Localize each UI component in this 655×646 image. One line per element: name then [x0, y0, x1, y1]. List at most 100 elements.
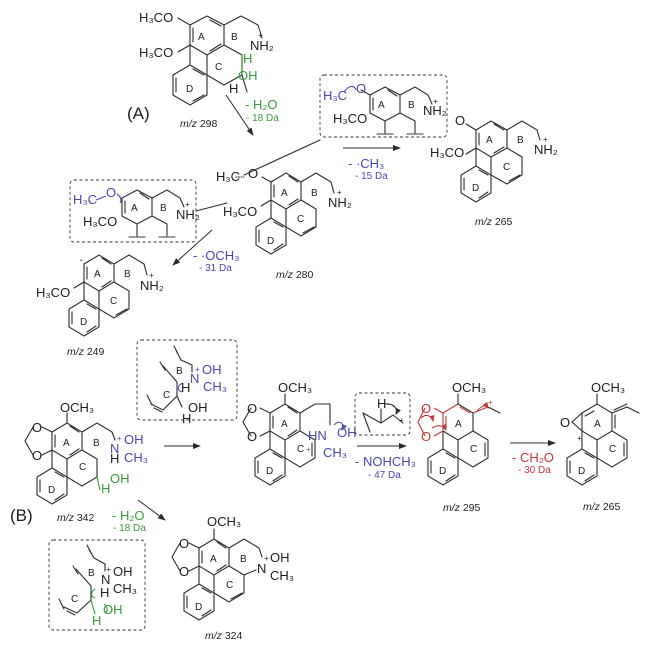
- compound-mz-324: OCH₃ O O A B C D N + OH CH₃ m/z 324: [171, 514, 294, 642]
- ring-label-d: D: [80, 317, 87, 328]
- arrow-280-to-249: [172, 229, 213, 266]
- ring-label-d: D: [578, 466, 585, 477]
- atom-h: H: [92, 613, 101, 628]
- compound-mz-298: H₃CO H₃CO A B C D NH₂ + H OH H m/z 298: [139, 10, 274, 130]
- atom-o: O: [32, 448, 42, 463]
- inset-structure-methoxy-loss: H₃C O H₃CO A B NH₂ +: [73, 185, 200, 238]
- atom-h: H: [182, 411, 191, 426]
- svg-text:m/z 342: m/z 342: [57, 512, 95, 524]
- ring-label-a: A: [486, 135, 493, 146]
- mz-prefix: m/z: [205, 630, 223, 642]
- loss-nohch3-mass: - 47 Da: [368, 470, 401, 481]
- substituent-nh2: NH₂: [176, 207, 200, 222]
- substituent-och3: OCH₃: [278, 380, 312, 395]
- ring-label-a: A: [281, 419, 288, 430]
- mz-value: 265: [603, 501, 621, 513]
- substituent-h3co: H₃CO: [83, 214, 117, 229]
- ring-label-d: D: [48, 485, 55, 496]
- substituent-och3: OCH₃: [591, 380, 625, 395]
- atom-n: N: [101, 572, 110, 587]
- atom-o: O: [247, 401, 257, 416]
- ring-label-a: A: [210, 554, 217, 565]
- substituent-h3co: H₃CO: [139, 45, 173, 60]
- mz-prefix: m/z: [583, 501, 601, 513]
- mz-prefix: m/z: [57, 512, 75, 524]
- ring-label-b: B: [408, 100, 415, 111]
- svg-text:m/z 295: m/z 295: [443, 502, 481, 514]
- substituent-oh: OH: [202, 362, 222, 377]
- charge-plus: +: [399, 416, 404, 425]
- substituent-nh2: NH₂: [423, 103, 447, 118]
- charge-plus: +: [106, 565, 111, 574]
- charge-plus: +: [306, 445, 311, 454]
- substituent-ch3: CH₃: [124, 450, 148, 465]
- mz-value: 249: [87, 346, 105, 358]
- ring-label-c: C: [470, 444, 477, 455]
- substituent-och3: OCH₃: [60, 400, 94, 415]
- svg-text:m/z 298: m/z 298: [180, 118, 218, 130]
- substituent-oh: OH: [337, 425, 357, 440]
- inset-box-methyl-loss: [319, 74, 448, 138]
- substituent-h3co: H₃CO: [36, 285, 70, 300]
- svg-text:m/z 324: m/z 324: [205, 630, 243, 642]
- charge-plus: +: [577, 434, 582, 443]
- mz-prefix: m/z: [443, 502, 461, 514]
- substituent-oh: OH: [103, 602, 123, 617]
- charge-plus: +: [337, 188, 342, 197]
- atom-o: O: [248, 166, 258, 181]
- charge-plus: +: [185, 200, 190, 209]
- mz-value: 342: [77, 512, 95, 524]
- substituent-h3c: H₃C: [323, 88, 347, 103]
- compound-mz-265-b: OCH₃ O + A C D m/z 265: [560, 380, 640, 513]
- ring-label-d: D: [195, 602, 202, 613]
- loss-och3: - ·OCH₃: [193, 248, 239, 263]
- substituent-och3: OCH₃: [452, 380, 486, 395]
- compound-mz-295: OCH₃ O O + A C D m/z 295: [417, 380, 501, 514]
- atom-h: H: [243, 51, 252, 66]
- connector-line: [195, 202, 228, 212]
- substituent-h3co: H₃CO: [223, 204, 257, 219]
- panel-label-a: (A): [127, 104, 150, 123]
- inset-box-methoxy-loss: [69, 179, 197, 243]
- compound-mz-249: · H₃CO A B C D NH₂ + m/z 249: [36, 252, 164, 358]
- loss-h2o: - H₂O: [245, 97, 278, 112]
- ring-label-d: D: [267, 236, 274, 247]
- loss-nohch3: - NOHCH₃: [355, 454, 416, 469]
- loss-h2o: - H₂O: [112, 508, 145, 523]
- svg-text:m/z 265: m/z 265: [475, 216, 513, 228]
- svg-text:·: ·: [79, 252, 83, 267]
- substituent-h3co: H₃CO: [430, 145, 464, 160]
- mz-value: 298: [200, 118, 218, 130]
- ring-label-b: B: [240, 554, 247, 565]
- ring-label-c: C: [609, 444, 616, 455]
- ring-label-d: D: [186, 84, 193, 95]
- ring-label-a: A: [131, 203, 138, 214]
- substituent-h3c: H₃C: [216, 169, 240, 184]
- substituent-oh: OH: [188, 400, 208, 415]
- mz-prefix: m/z: [67, 346, 85, 358]
- substituent-nh2: NH₂: [534, 142, 558, 157]
- charge-plus: +: [264, 554, 269, 563]
- ring-label-b: B: [311, 188, 318, 199]
- compound-intermediate: OCH₃ O O A C D HN + OH CH₃: [242, 380, 357, 486]
- charge-plus: +: [488, 398, 493, 407]
- atom-h: H: [100, 585, 109, 600]
- ring-label-b: B: [517, 135, 524, 146]
- connector-line: [243, 139, 321, 176]
- substituent-nh2: NH₂: [140, 278, 164, 293]
- substituent-oh: OH: [270, 550, 290, 565]
- inset-box-carbocation: [354, 392, 411, 436]
- substituent-h3c: H₃C: [73, 192, 97, 207]
- ring-label-b: B: [88, 568, 95, 579]
- mz-value: 280: [296, 269, 314, 281]
- svg-text:m/z 280: m/z 280: [276, 269, 314, 281]
- atom-h: H: [110, 451, 119, 466]
- inset-structure-carbocation: H +: [362, 396, 404, 433]
- compound-mz-265-a: O H₃CO A B C D NH₂ + m/z 265: [430, 113, 558, 228]
- substituent-ch3: CH₃: [323, 445, 347, 460]
- loss-och3-mass: - 31 Da: [199, 263, 232, 274]
- arrow-298-to-280: [225, 94, 254, 136]
- ring-label-c: C: [79, 462, 86, 473]
- ring-label-c: C: [163, 390, 170, 401]
